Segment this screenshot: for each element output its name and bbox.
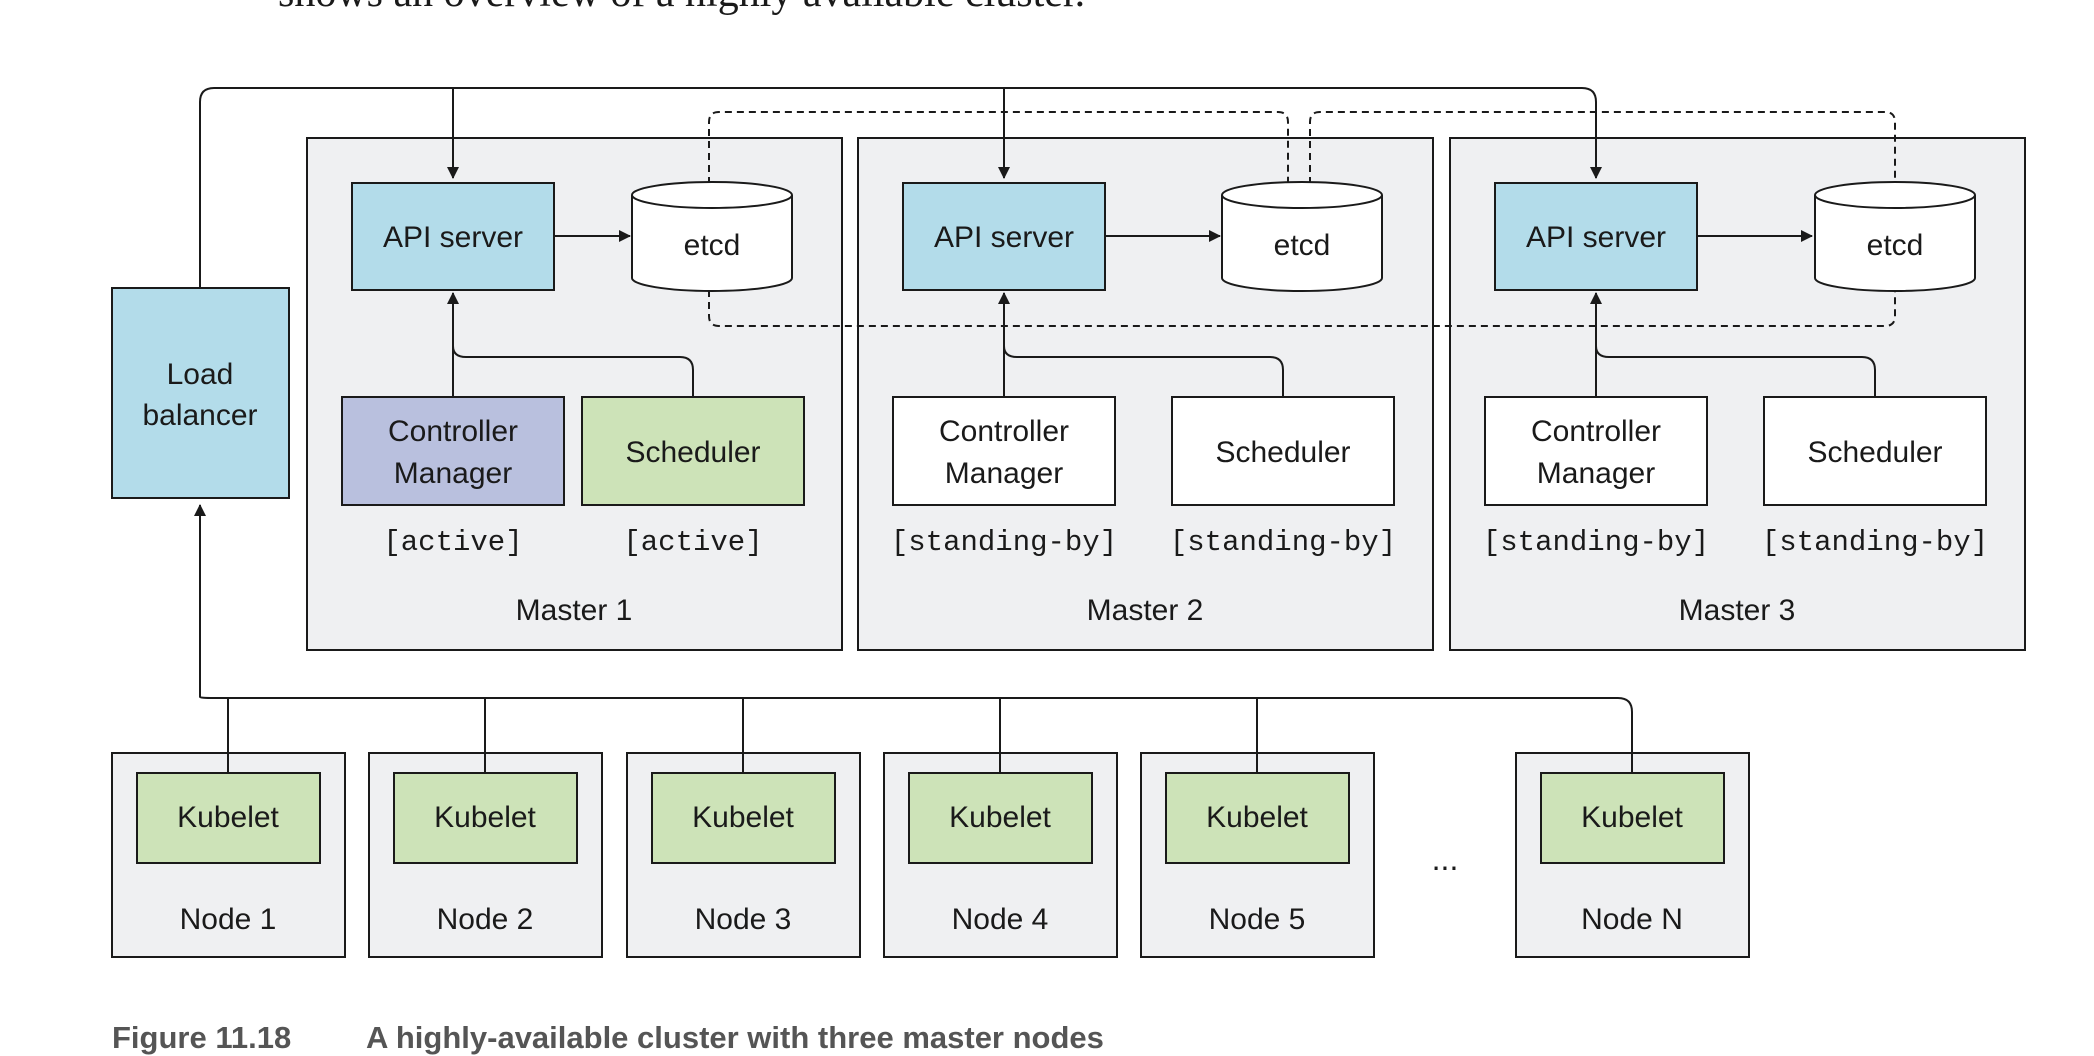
node-5-kubelet <box>1165 772 1350 864</box>
node-1-label: Node 1 <box>180 903 277 936</box>
nodes-to-lb-connectors <box>194 504 1633 773</box>
node-5: Kubelet Node 5 <box>1165 772 1350 936</box>
node-n-kubelet-label: Kubelet <box>1581 801 1683 834</box>
node-n-kubelet <box>1540 772 1725 864</box>
master-1-etcd: etcd <box>631 181 793 292</box>
node-2-kubelet-label: Kubelet <box>434 801 536 834</box>
master-1-controller-label-2: Manager <box>394 457 512 490</box>
master-1: API server etcd Controller Manager Sched… <box>341 181 805 627</box>
node-2-kubelet <box>393 772 578 864</box>
master-3-api-server-label: API server <box>1526 221 1666 254</box>
master-1-cm-status: [active] <box>383 526 522 559</box>
master-3-sched-status: [standing-by] <box>1762 526 1988 559</box>
master-2-scheduler-label: Scheduler <box>1215 436 1350 469</box>
master-2-controller-label-1: Controller <box>939 415 1069 448</box>
load-balancer-box <box>111 287 290 499</box>
node-3-kubelet-label: Kubelet <box>692 801 794 834</box>
master-1-controller-manager <box>341 396 565 506</box>
master-1-sched-status: [active] <box>623 526 762 559</box>
node-2-label: Node 2 <box>437 903 534 936</box>
master-3: API server etcd Controller Manager Sched… <box>1483 181 1988 627</box>
master-3-label: Master 3 <box>1679 594 1796 627</box>
master-2-cm-status: [standing-by] <box>891 526 1117 559</box>
figure-caption: A highly-available cluster with three ma… <box>366 1020 1104 1055</box>
master-1-api-server <box>351 182 555 291</box>
node-4-kubelet-label: Kubelet <box>949 801 1051 834</box>
master-3-api-server <box>1494 182 1698 291</box>
master-2-scheduler <box>1171 396 1395 506</box>
node-4-kubelet <box>908 772 1093 864</box>
node-1-kubelet <box>136 772 321 864</box>
master-3-etcd-label: etcd <box>1867 229 1924 262</box>
master-2-api-server-label: API server <box>934 221 1074 254</box>
master-1-api-server-label: API server <box>383 221 523 254</box>
nodes-ellipsis: ... <box>1432 841 1459 877</box>
master-2-api-server <box>902 182 1106 291</box>
master-2-controller-manager <box>892 396 1116 506</box>
master-2-label: Master 2 <box>1087 594 1204 627</box>
master-1-controller-label-1: Controller <box>388 415 518 448</box>
master-2-etcd-label: etcd <box>1274 229 1331 262</box>
node-4: Kubelet Node 4 <box>908 772 1093 936</box>
master-3-controller-label-2: Manager <box>1537 457 1655 490</box>
figure-number: Figure 11.18 <box>112 1020 291 1055</box>
node-3-label: Node 3 <box>695 903 792 936</box>
lb-to-api-connectors <box>199 87 1602 288</box>
node-3: Kubelet Node 3 <box>651 772 836 936</box>
node-5-label: Node 5 <box>1209 903 1306 936</box>
master-1-label: Master 1 <box>516 594 633 627</box>
node-n-label: Node N <box>1581 903 1683 936</box>
node-n: Kubelet Node N <box>1540 772 1725 936</box>
master-3-cm-status: [standing-by] <box>1483 526 1709 559</box>
node-2: Kubelet Node 2 <box>393 772 578 936</box>
master-1-etcd-label: etcd <box>684 229 741 262</box>
node-5-kubelet-label: Kubelet <box>1206 801 1308 834</box>
master-2-controller-label-2: Manager <box>945 457 1063 490</box>
master-2-etcd: etcd <box>1221 181 1383 292</box>
master-2: API server etcd Controller Manager Sched… <box>891 181 1396 627</box>
master-3-scheduler <box>1763 396 1987 506</box>
master-3-etcd: etcd <box>1814 181 1976 292</box>
load-balancer-label-line1: Load <box>167 358 234 391</box>
intro-text: shows an overview of a highly available … <box>278 0 1085 16</box>
node-1: Kubelet Node 1 <box>136 772 321 936</box>
etcd-replication-connectors <box>708 111 1896 327</box>
master-1-scheduler <box>581 396 805 506</box>
master-1-scheduler-label: Scheduler <box>625 436 760 469</box>
master-3-scheduler-label: Scheduler <box>1807 436 1942 469</box>
node-3-kubelet <box>651 772 836 864</box>
master-3-controller-label-1: Controller <box>1531 415 1661 448</box>
node-4-label: Node 4 <box>952 903 1049 936</box>
master-3-controller-manager <box>1484 396 1708 506</box>
master-2-sched-status: [standing-by] <box>1170 526 1396 559</box>
node-1-kubelet-label: Kubelet <box>177 801 279 834</box>
load-balancer-label-line2: balancer <box>142 399 257 432</box>
